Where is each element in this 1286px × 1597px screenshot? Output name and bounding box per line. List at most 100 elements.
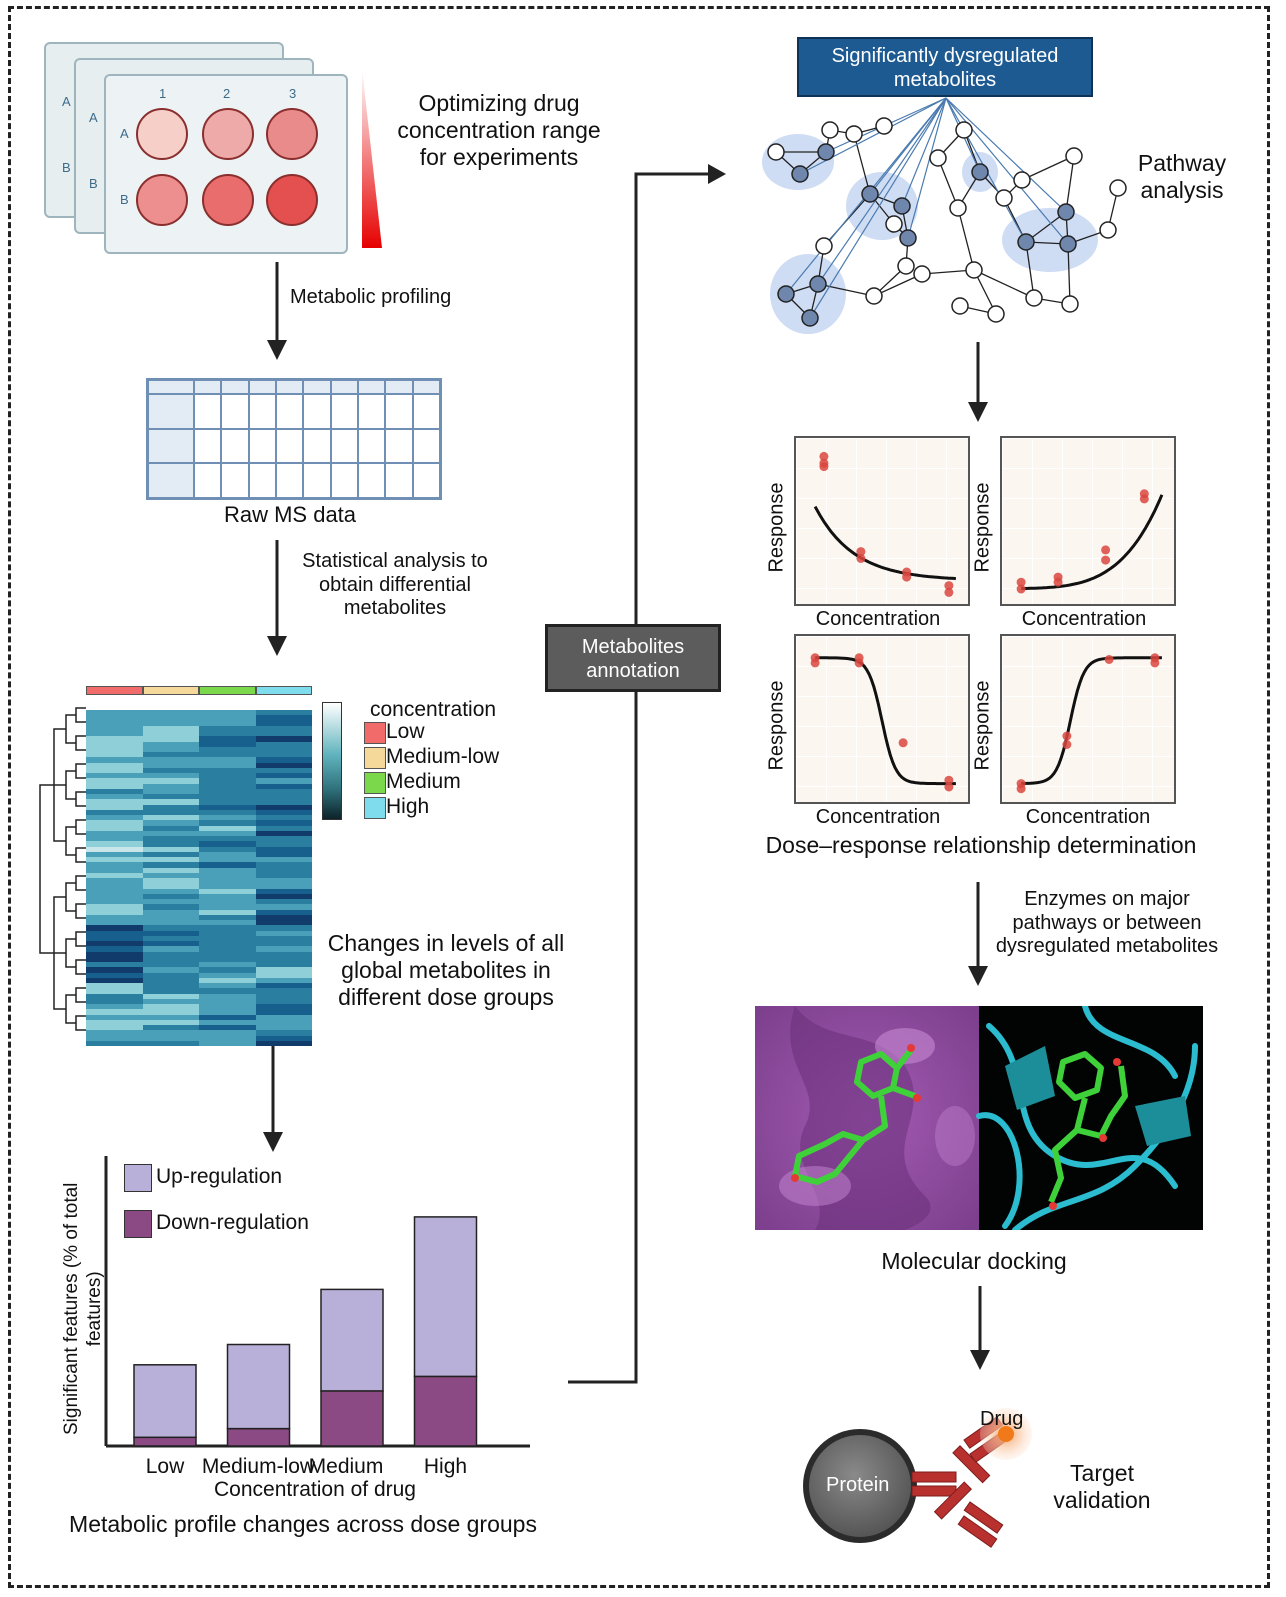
heatmap-cell <box>86 762 143 768</box>
heatmap-cell <box>86 930 143 936</box>
heatmap-cell <box>255 893 312 899</box>
heatmap-cell <box>199 983 256 989</box>
ms-table-cell <box>148 380 194 394</box>
heatmap-cell <box>199 951 256 957</box>
dendrogram-branch <box>39 784 54 954</box>
dose-point <box>819 458 829 468</box>
network-edge <box>1021 155 1075 181</box>
metabolite-node <box>767 143 785 161</box>
heatmap-cell <box>142 951 199 957</box>
heatmap-cell <box>255 830 312 836</box>
heatmap-cell <box>255 799 312 805</box>
heatmap-cell <box>255 899 312 905</box>
heatmap-cell <box>255 983 312 989</box>
heatmap-cell <box>199 857 256 863</box>
ms-table-cell <box>385 463 413 498</box>
bar-up-regulation-medium <box>320 1288 384 1392</box>
heatmap-cell <box>86 967 143 973</box>
heatmap-cell <box>142 972 199 978</box>
heatmap-cell <box>86 857 143 863</box>
dose-point <box>856 553 866 563</box>
heatmap-cell <box>199 804 256 810</box>
heatmap-cell <box>86 1004 143 1010</box>
dose-point <box>1150 658 1160 668</box>
dose-point <box>1101 545 1111 555</box>
heatmap-cell <box>199 1014 256 1020</box>
metabolite-node <box>885 215 903 233</box>
heatmap-cell <box>142 830 199 836</box>
heatmap-cell <box>199 841 256 847</box>
heatmap-cell <box>255 767 312 773</box>
ms-table-cell <box>276 428 304 464</box>
heatmap-cell <box>199 1009 256 1015</box>
heatmap-cell <box>142 783 199 789</box>
heatmap-cell <box>86 809 143 815</box>
heatmap-cell <box>142 983 199 989</box>
molecular-docking-image <box>755 1006 1203 1230</box>
heatmap-cell <box>199 862 256 868</box>
legend-label-high: High <box>386 795 430 818</box>
metabolite-node <box>845 125 863 143</box>
legend-swatch-medium <box>364 772 386 794</box>
heatmap-cell <box>142 1035 199 1041</box>
plate-mid-row-b: B <box>89 176 98 191</box>
heatmap-cell <box>199 767 256 773</box>
heatmap-cell <box>199 731 256 737</box>
dose-point <box>944 782 954 792</box>
heatmap-cell <box>199 773 256 779</box>
heatmap-group-bar <box>86 686 312 695</box>
heatmap-cell <box>199 762 256 768</box>
drug-icon <box>998 1426 1014 1442</box>
ms-table-cell <box>221 394 249 429</box>
heatmap-cell <box>142 935 199 941</box>
heatmap-cell <box>255 998 312 1004</box>
heatmap-cell <box>86 935 143 941</box>
heatmap-cell <box>86 867 143 873</box>
dendrogram-branch <box>65 938 76 968</box>
heatmap-cell <box>255 1009 312 1015</box>
dose-point <box>1062 740 1072 749</box>
heatmap-cell <box>255 883 312 889</box>
heatmap-cell <box>142 993 199 999</box>
heatmap-cell <box>255 720 312 726</box>
dose-point <box>1101 555 1111 565</box>
heatmap-cell <box>199 946 256 952</box>
pathway-network <box>762 97 1127 334</box>
heatmap-cell <box>199 930 256 936</box>
heatmap-cell <box>86 951 143 957</box>
well-B3 <box>266 174 318 226</box>
bar-down-regulation-medium <box>320 1390 384 1447</box>
ms-table-cell <box>412 380 440 394</box>
heatmap-cell <box>142 836 199 842</box>
raw-ms-label: Raw MS data <box>223 502 357 527</box>
heatmap-cell <box>86 1040 143 1046</box>
dysregulated-node <box>817 143 835 161</box>
ms-table-cell <box>276 380 304 394</box>
heatmap-cell <box>199 967 256 973</box>
group-bar-medium <box>199 686 256 695</box>
heatmap-cell <box>142 862 199 868</box>
heatmap-cell <box>255 972 312 978</box>
dose-plot-1-xlabel: Concentration <box>815 608 941 630</box>
metabolite-node <box>821 121 839 139</box>
heatmap-cell <box>86 752 143 758</box>
heatmap-cell <box>142 841 199 847</box>
heatmap-cell <box>199 710 256 716</box>
dendrogram-branch <box>75 707 86 723</box>
metabolite-node <box>1065 147 1083 165</box>
heatmap-cell <box>255 962 312 968</box>
heatmap-cell <box>142 804 199 810</box>
heatmap-cell <box>142 998 199 1004</box>
heatmap-cell <box>142 746 199 752</box>
network-edge <box>973 269 1035 299</box>
metabolite-node <box>1013 171 1031 189</box>
heatmap-cell <box>199 888 256 894</box>
heatmap-cell <box>86 783 143 789</box>
heatmap-cell <box>86 794 143 800</box>
group-bar-low <box>86 686 143 695</box>
dose-point <box>1104 655 1114 664</box>
heatmap-cell <box>142 736 199 742</box>
heatmap-cell <box>142 741 199 747</box>
heatmap-cell <box>255 967 312 973</box>
ms-table-cell <box>330 380 358 394</box>
